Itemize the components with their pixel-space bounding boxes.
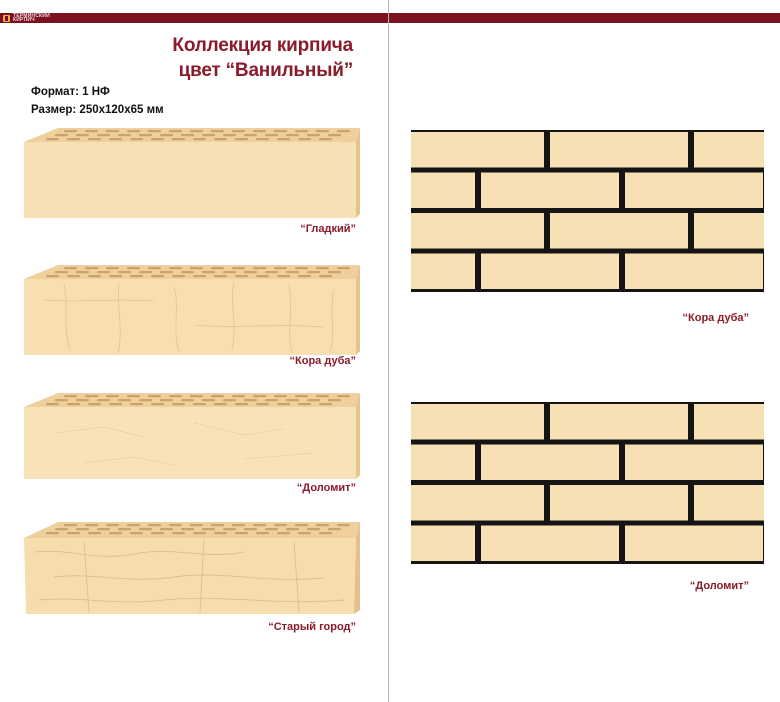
brick-dolomite — [24, 393, 360, 479]
collection-title: Коллекция кирпича — [172, 35, 353, 56]
brick-caption-smooth: “Гладкий” — [300, 223, 356, 235]
wall-caption-bark: “Кора дуба” — [682, 312, 749, 324]
size-label: Размер: 250х120х65 мм — [31, 104, 164, 116]
brick-caption-old-town: “Старый город” — [268, 621, 356, 633]
brick-caption-bark: “Кора дуба” — [289, 355, 356, 367]
format-label: Формат: 1 НФ — [31, 86, 110, 98]
brick-bark — [24, 265, 360, 355]
wall-bark — [411, 130, 764, 292]
brick-holes — [46, 130, 350, 141]
wall-dolomite — [411, 402, 764, 564]
page-divider — [388, 0, 389, 702]
brick-old-town — [24, 522, 360, 614]
brick-smooth — [24, 128, 360, 218]
brick-holes — [46, 524, 350, 535]
brand-logo-text: ТЕРМИНСКИЙ КИРПИЧ — [13, 13, 50, 23]
brand-logo-icon — [3, 14, 10, 22]
collection-color: цвет “Ванильный” — [178, 60, 354, 81]
brick-holes — [46, 395, 350, 406]
brand-bar — [0, 13, 780, 23]
brick-caption-dolomite: “Доломит” — [296, 482, 356, 494]
brick-holes — [46, 267, 350, 278]
wall-caption-dolomite: “Доломит” — [689, 580, 749, 592]
brand-logo: ТЕРМИНСКИЙ КИРПИЧ — [3, 13, 50, 23]
